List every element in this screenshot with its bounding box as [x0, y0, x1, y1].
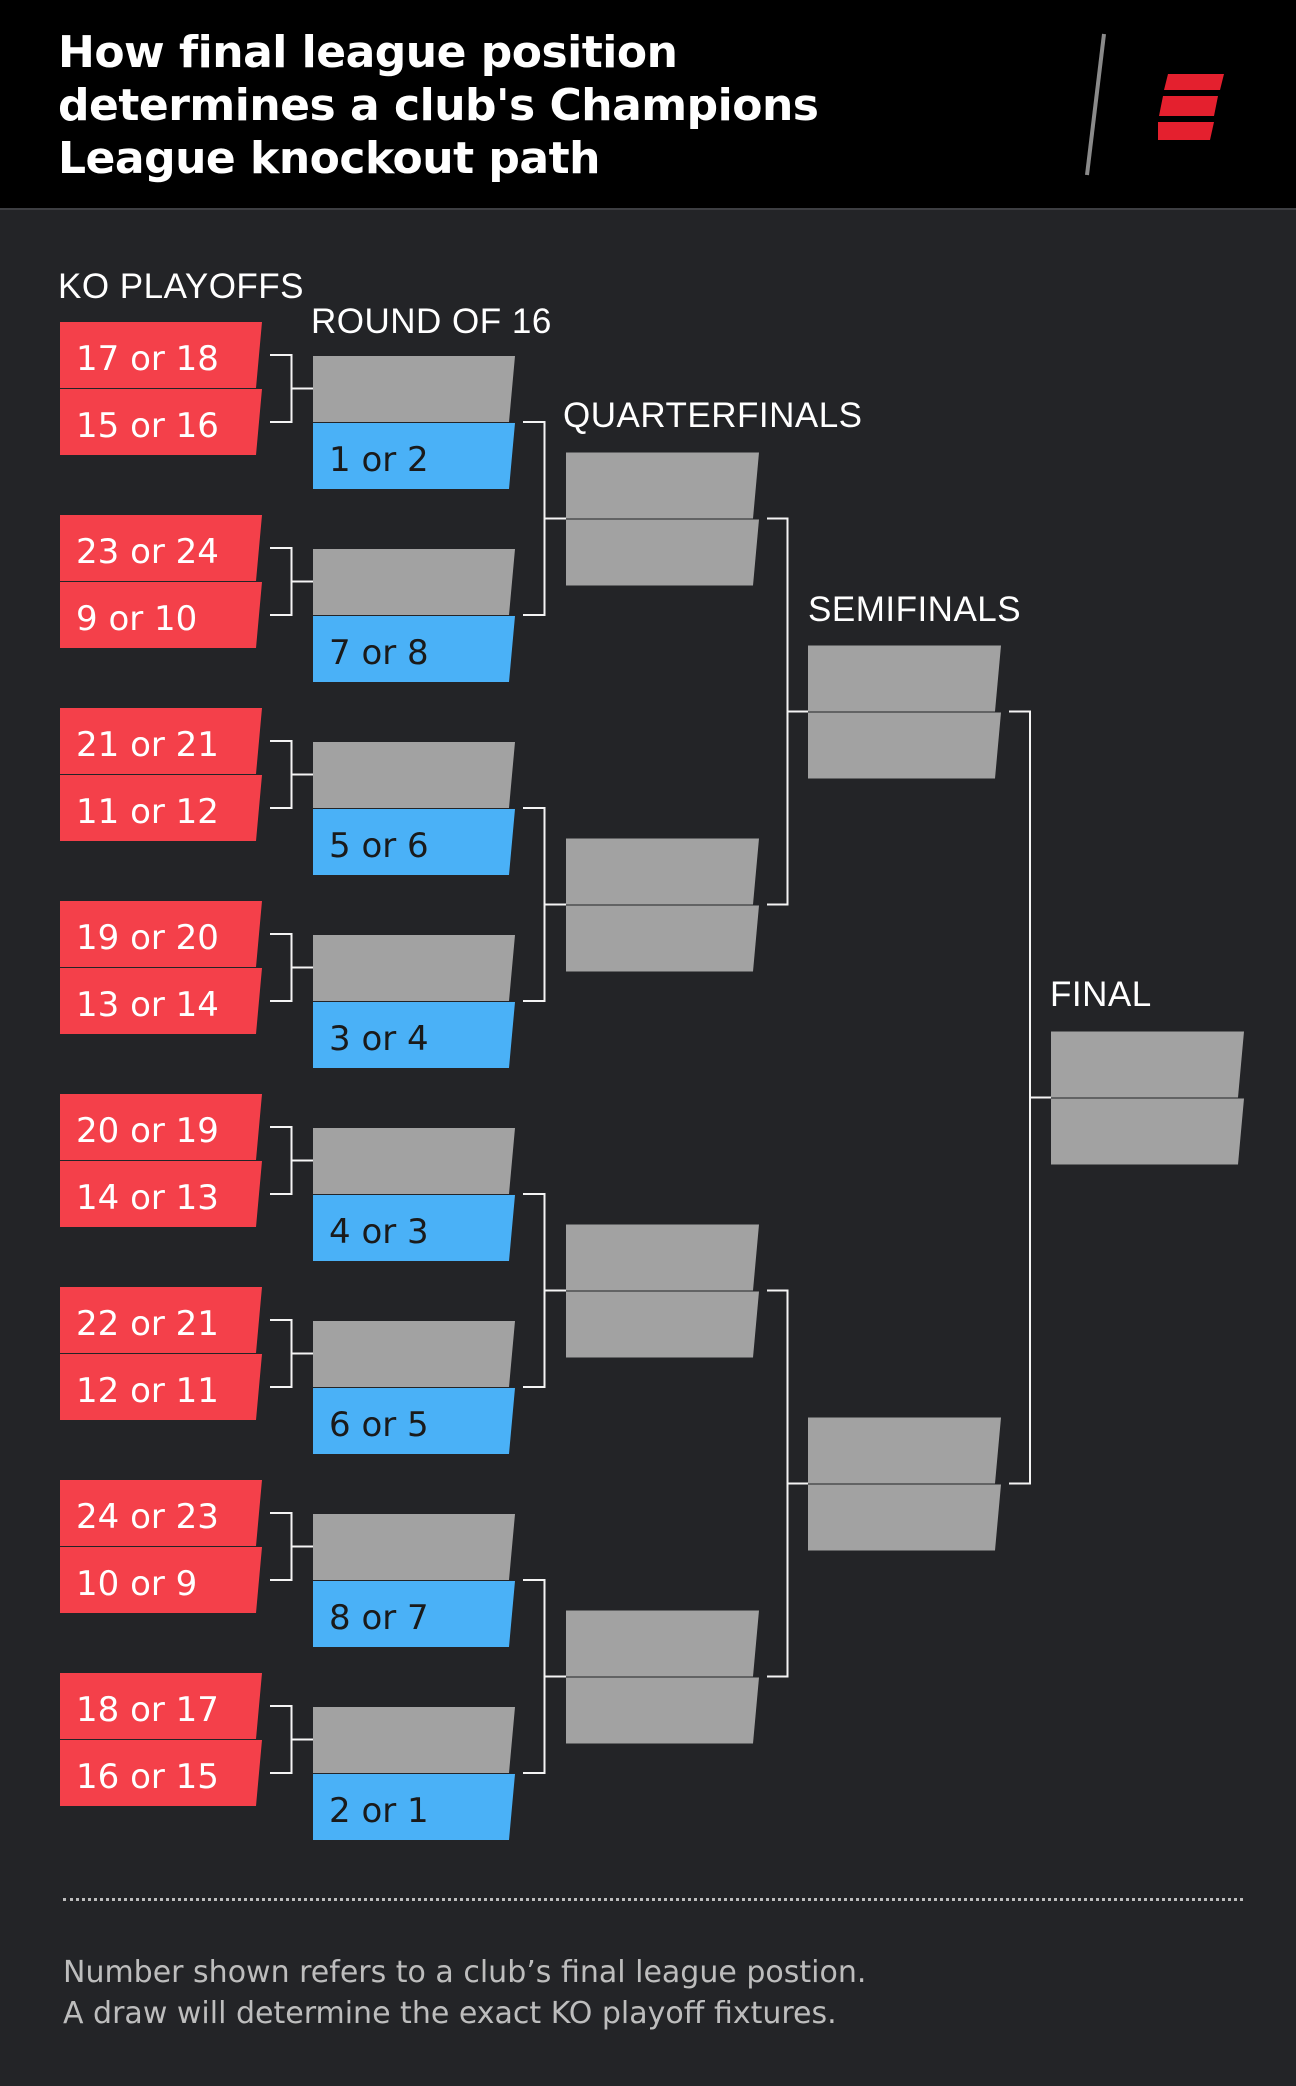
playoff-connector [270, 547, 313, 616]
playoff-slot: 19 or 20 [60, 901, 262, 967]
playoff-slot-label: 19 or 20 [76, 918, 219, 958]
footer-divider [63, 1898, 1243, 1901]
qf-connector [767, 517, 808, 906]
playoff-slot-label: 11 or 12 [76, 792, 219, 832]
qf-slot [566, 1291, 759, 1358]
qf-connector [767, 1289, 808, 1678]
playoff-slot: 16 or 15 [60, 1740, 262, 1806]
sf-slot [808, 645, 1001, 712]
header: How final league position determines a c… [0, 0, 1296, 210]
r16-connector [523, 807, 566, 1002]
espn-logo-icon [1158, 74, 1224, 140]
playoff-slot: 12 or 11 [60, 1354, 262, 1420]
quarterfinals-heading: QUARTERFINALS [563, 396, 863, 435]
final-heading: FINAL [1050, 975, 1152, 1014]
playoff-slot: 20 or 19 [60, 1094, 262, 1160]
qf-slot [566, 1224, 759, 1291]
playoff-slot-label: 12 or 11 [76, 1371, 219, 1411]
r16-slot-seeded: 1 or 2 [313, 423, 515, 489]
qf-slot [566, 452, 759, 519]
final-slot [1051, 1098, 1244, 1165]
playoff-slot: 18 or 17 [60, 1673, 262, 1739]
r16-slot-empty [313, 549, 515, 615]
r16-slot-empty [313, 742, 515, 808]
round-of-16-heading: ROUND OF 16 [311, 302, 552, 341]
playoff-slot-label: 10 or 9 [76, 1564, 197, 1604]
r16-slot-empty [313, 1321, 515, 1387]
playoff-slot-label: 22 or 21 [76, 1304, 219, 1344]
playoff-slot-label: 9 or 10 [76, 599, 197, 639]
playoff-slot: 11 or 12 [60, 775, 262, 841]
r16-slot-seeded: 8 or 7 [313, 1581, 515, 1647]
playoff-slot: 24 or 23 [60, 1480, 262, 1546]
playoff-slot-label: 17 or 18 [76, 339, 219, 379]
r16-slot-seeded: 5 or 6 [313, 809, 515, 875]
playoff-slot: 13 or 14 [60, 968, 262, 1034]
r16-slot-seeded: 3 or 4 [313, 1002, 515, 1068]
qf-slot [566, 838, 759, 905]
r16-slot-seeded-label: 1 or 2 [329, 440, 429, 480]
footer-line-1: Number shown refers to a club’s final le… [63, 1955, 867, 1990]
playoff-slot-label: 13 or 14 [76, 985, 219, 1025]
final-slot [1051, 1031, 1244, 1098]
ko-playoffs-heading: KO PLAYOFFS [58, 267, 304, 306]
playoff-connector [270, 740, 313, 809]
playoff-slot: 17 or 18 [60, 322, 262, 388]
r16-slot-seeded: 2 or 1 [313, 1774, 515, 1840]
r16-slot-seeded-label: 3 or 4 [329, 1019, 429, 1059]
r16-slot-seeded: 4 or 3 [313, 1195, 515, 1261]
r16-slot-empty [313, 356, 515, 422]
r16-slot-seeded-label: 7 or 8 [329, 633, 429, 673]
bracket-diagram: KO PLAYOFFS ROUND OF 16 QUARTERFINALS SE… [58, 267, 1244, 1840]
qf-slot [566, 905, 759, 972]
playoff-slot-label: 16 or 15 [76, 1757, 219, 1797]
r16-connector [523, 1193, 566, 1388]
footer-note: Number shown refers to a club’s final le… [63, 1952, 866, 2034]
playoff-slot: 15 or 16 [60, 389, 262, 455]
r16-slot-empty [313, 1128, 515, 1194]
playoff-slot: 9 or 10 [60, 582, 262, 648]
r16-slot-seeded-label: 6 or 5 [329, 1405, 429, 1445]
playoff-slot: 22 or 21 [60, 1287, 262, 1353]
playoff-slot-label: 24 or 23 [76, 1497, 219, 1537]
playoff-slot: 21 or 21 [60, 708, 262, 774]
playoff-connector [270, 1705, 313, 1774]
playoff-connector [270, 1512, 313, 1581]
qf-slot [566, 1610, 759, 1677]
r16-slot-seeded: 6 or 5 [313, 1388, 515, 1454]
playoff-connector [270, 1319, 313, 1388]
header-divider [1085, 33, 1106, 176]
r16-slot-seeded: 7 or 8 [313, 616, 515, 682]
playoff-slot-label: 23 or 24 [76, 532, 219, 572]
playoff-slot-label: 15 or 16 [76, 406, 219, 446]
r16-slot-empty [313, 1514, 515, 1580]
playoff-connector [270, 1126, 313, 1195]
r16-slot-seeded-label: 4 or 3 [329, 1212, 429, 1252]
sf-connector [1009, 710, 1051, 1485]
playoff-slot-label: 20 or 19 [76, 1111, 219, 1151]
sf-slot [808, 712, 1001, 779]
semifinals-heading: SEMIFINALS [808, 590, 1021, 629]
playoff-slot-label: 14 or 13 [76, 1178, 219, 1218]
qf-slot [566, 519, 759, 586]
r16-slot-seeded-label: 8 or 7 [329, 1598, 429, 1638]
page-title: How final league position determines a c… [58, 27, 819, 184]
r16-slot-empty [313, 935, 515, 1001]
r16-slot-seeded-label: 5 or 6 [329, 826, 429, 866]
sf-slot [808, 1417, 1001, 1484]
playoff-slot: 14 or 13 [60, 1161, 262, 1227]
r16-slot-seeded-label: 2 or 1 [329, 1791, 429, 1831]
playoff-slot-label: 21 or 21 [76, 725, 219, 765]
playoff-connector [270, 933, 313, 1002]
r16-connector [523, 421, 566, 616]
playoff-slot: 23 or 24 [60, 515, 262, 581]
footer-line-2: A draw will determine the exact KO playo… [63, 1996, 837, 2031]
playoff-slot: 10 or 9 [60, 1547, 262, 1613]
playoff-connector [270, 354, 313, 423]
qf-slot [566, 1677, 759, 1744]
r16-slot-empty [313, 1707, 515, 1773]
playoff-slot-label: 18 or 17 [76, 1690, 219, 1730]
r16-connector [523, 1579, 566, 1774]
sf-slot [808, 1484, 1001, 1551]
